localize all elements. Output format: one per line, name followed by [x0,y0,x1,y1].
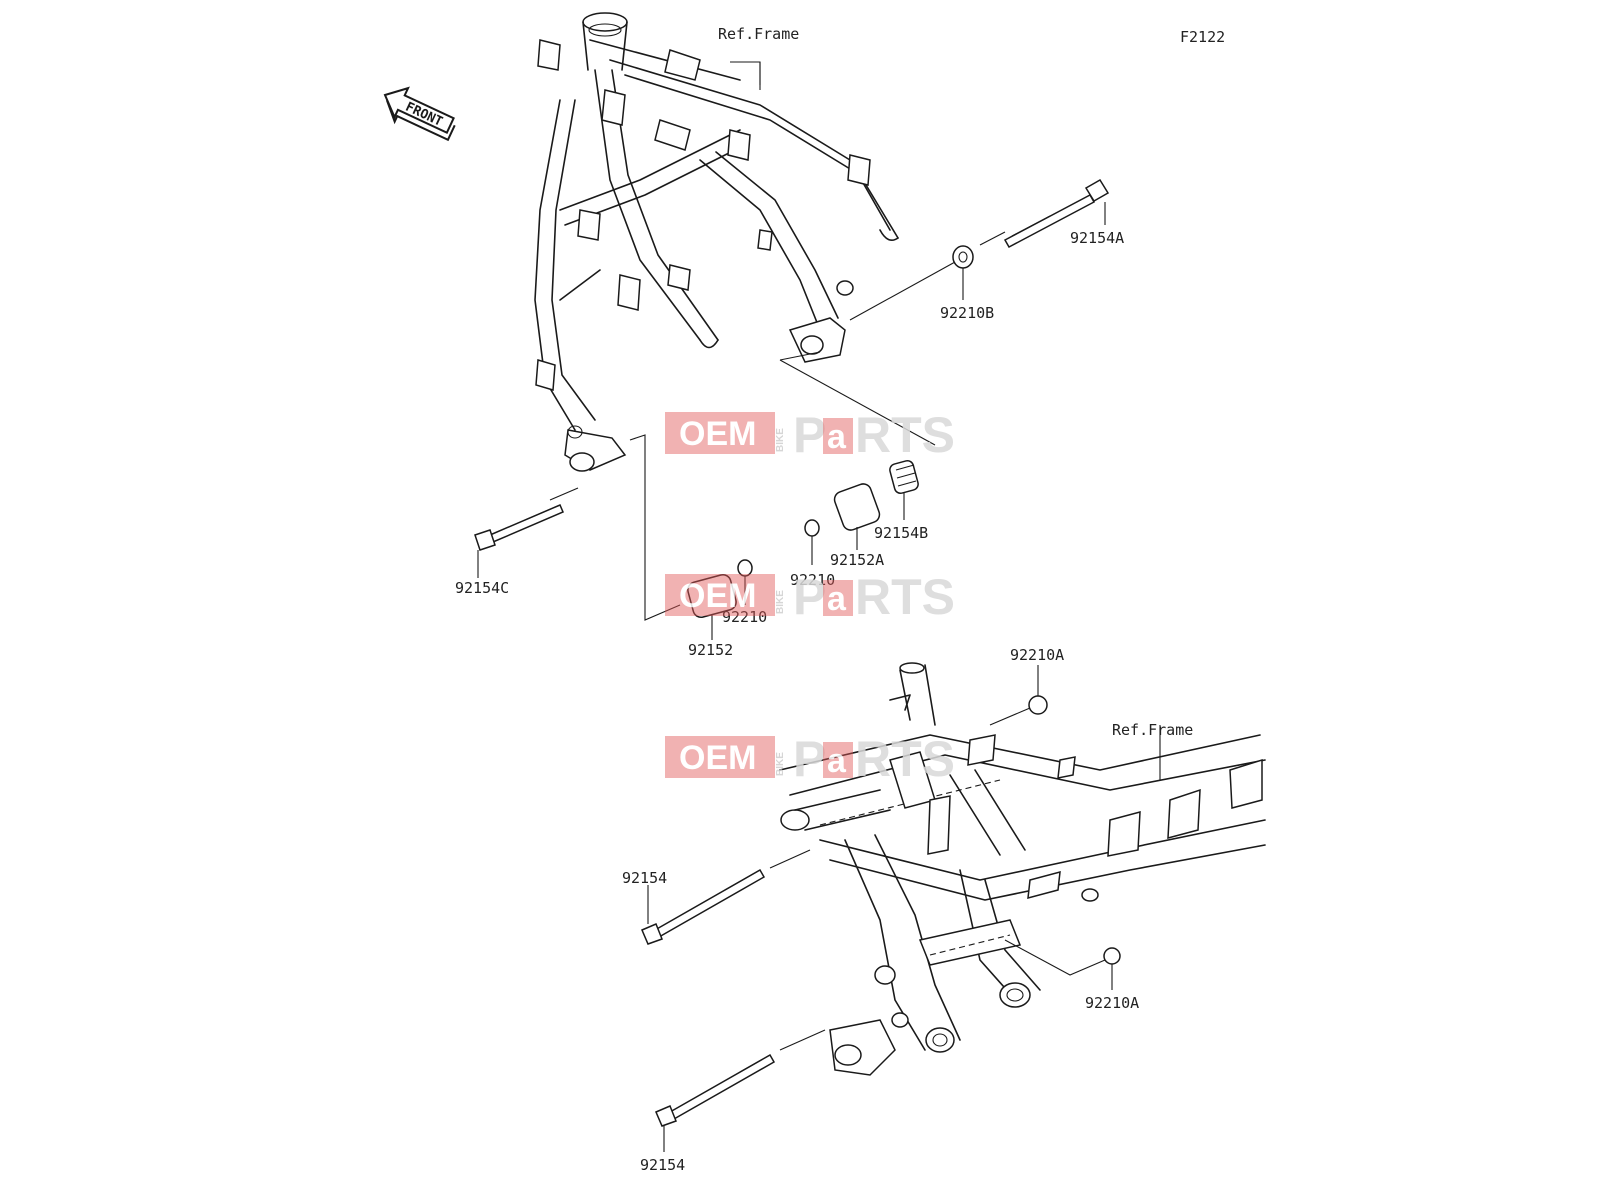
svg-text:P: P [793,407,826,463]
frame-ref-lower: Ref.Frame [1112,721,1193,739]
part-label-92210B: 92210B [940,304,994,322]
part-label-92154-mid: 92154 [622,869,667,887]
watermark-2: OEM BIKE P a RTS [665,569,955,625]
svg-text:BIKE: BIKE [775,590,786,614]
frame-ref-upper: Ref.Frame [718,25,799,43]
svg-text:BIKE: BIKE [775,428,786,452]
svg-text:P: P [793,731,826,787]
part-label-92152: 92152 [688,641,733,659]
part-label-92154B: 92154B [874,524,928,542]
svg-text:OEM: OEM [679,739,756,777]
svg-text:RTS: RTS [855,407,955,463]
svg-text:OEM: OEM [679,415,756,453]
watermark-3: OEM BIKE P a RTS [665,731,955,787]
front-arrow-icon: FRONT [383,86,456,142]
svg-text:P: P [793,569,826,625]
part-label-92152A: 92152A [830,551,884,569]
svg-text:a: a [827,418,847,456]
svg-text:BIKE: BIKE [775,752,786,776]
part-label-92154-bottom: 92154 [640,1156,685,1174]
svg-text:a: a [827,580,847,618]
lower-frame-drawing [779,662,1266,1076]
part-label-92154A: 92154A [1070,229,1124,247]
part-label-92210-lower: 92210 [722,608,767,626]
watermark-1: OEM BIKE P a RTS [665,407,955,463]
leader-lines [477,61,1161,1152]
part-label-92210A-top: 92210A [1010,646,1064,664]
part-labels: Ref.Frame 92154A 92210B 92154B 92152A 92… [455,25,1193,1174]
diagram-code: F2122 [1180,28,1225,46]
svg-text:RTS: RTS [855,731,955,787]
watermark-logo: OEM BIKE P a RTS OEM BIKE P a RTS OEM BI… [665,407,955,787]
part-label-92154C: 92154C [455,579,509,597]
part-label-92210A-bottom: 92210A [1085,994,1139,1012]
svg-text:OEM: OEM [679,577,756,615]
part-label-92210-upper: 92210 [790,571,835,589]
upper-frame-drawing [534,12,899,472]
svg-text:RTS: RTS [855,569,955,625]
svg-text:a: a [827,742,847,780]
